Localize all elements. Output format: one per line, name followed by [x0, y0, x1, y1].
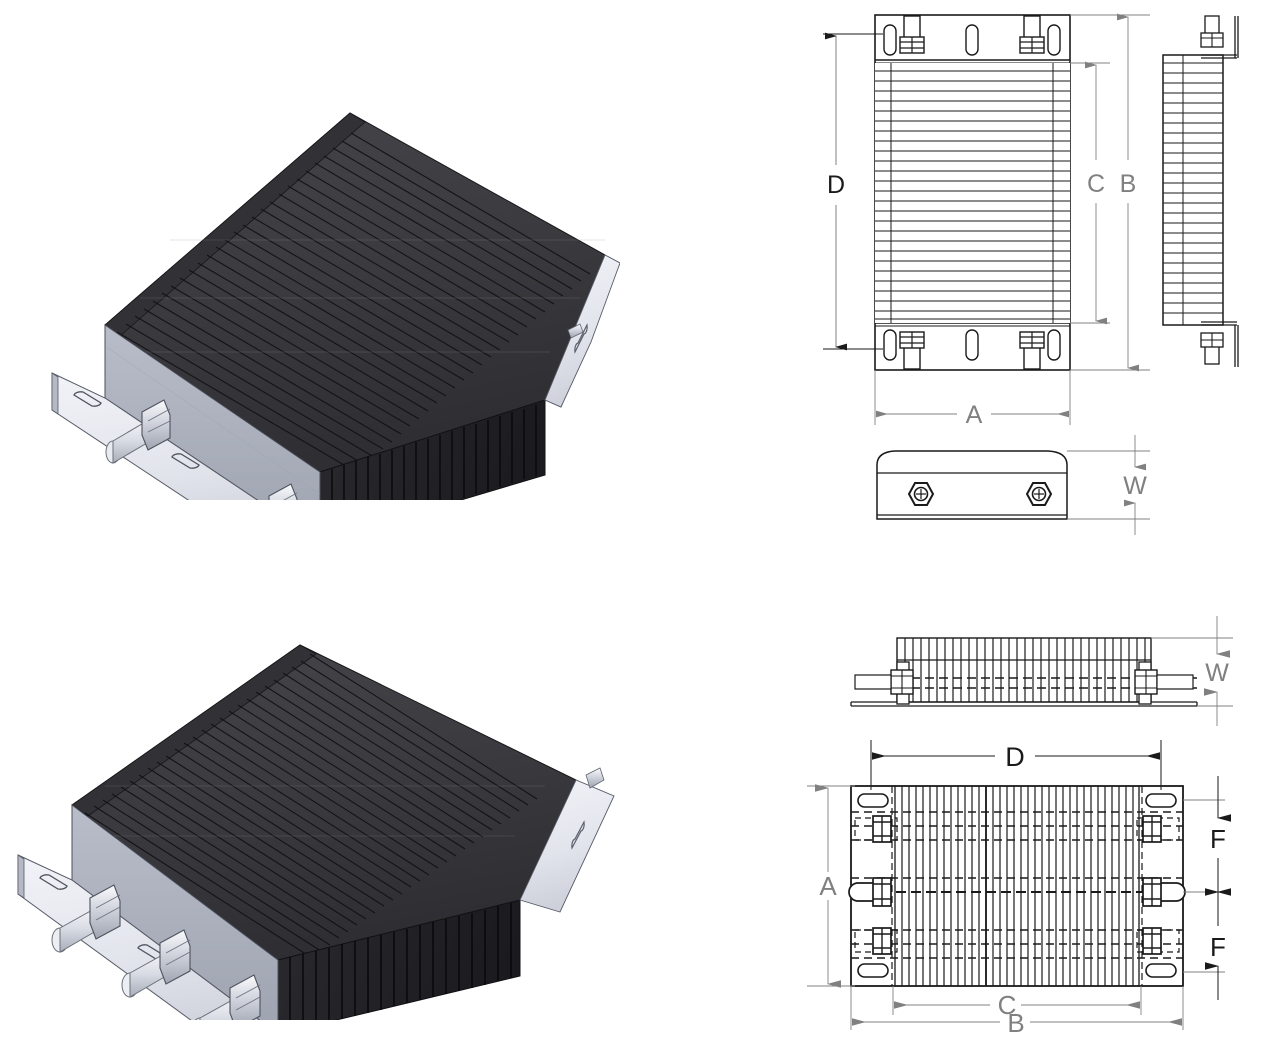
- terminal-plan-bottom: [872, 927, 892, 955]
- hex-terminal: [1025, 482, 1053, 506]
- dimension-B-top: B: [1070, 13, 1150, 372]
- dimension-C-bottom: C: [892, 986, 1142, 1020]
- terminal-plan-bottom-center: [1142, 877, 1186, 907]
- dimension-A-top: A: [874, 370, 1071, 429]
- terminal-top-plan: [899, 15, 925, 54]
- iso-body-top: [51, 112, 620, 500]
- front-elevation-top: W: [876, 435, 1150, 535]
- dim-label-F-upper: F: [1210, 824, 1226, 854]
- terminal-stud: [268, 483, 298, 500]
- fin-lines-plan-bottom: [901, 786, 1134, 986]
- mounting-slot: [883, 329, 1061, 361]
- terminal-stud: [194, 974, 261, 1020]
- mounting-slot: [883, 24, 1061, 56]
- dim-label-W-front: W: [1123, 472, 1147, 500]
- terminal-plan-bottom: [872, 815, 892, 843]
- terminal-plan-bottom: [1142, 927, 1162, 955]
- terminal-plan-bottom: [1142, 815, 1162, 843]
- dim-label-D: D: [827, 171, 845, 199]
- dim-label-C-bottom: C: [998, 990, 1017, 1020]
- fin-lines-plan: [875, 70, 1070, 320]
- hex-terminal: [907, 482, 935, 506]
- dim-label-A-bottom: A: [819, 871, 837, 901]
- dimension-B-bottom: B: [850, 986, 1184, 1038]
- terminal-side-view: [1200, 332, 1224, 365]
- dimension-D-top: D: [823, 32, 883, 351]
- isometric-view-bottom: [0, 600, 680, 1020]
- dim-label-B: B: [1120, 170, 1137, 198]
- terminal-bottom-plan: [1019, 331, 1045, 370]
- terminal-side-elev: [1134, 661, 1194, 705]
- dim-label-A: A: [966, 401, 983, 429]
- iso-body-bottom: [17, 644, 615, 1020]
- dim-label-W-side: W: [1205, 659, 1229, 687]
- mounting-slot: [73, 391, 200, 469]
- side-view-top: [1162, 15, 1239, 367]
- dimension-C-top: C: [1070, 61, 1110, 325]
- orthographic-top-right: D C B A: [805, 5, 1273, 575]
- isometric-view-top: [20, 80, 620, 500]
- terminal-side-elev: [854, 661, 914, 705]
- plan-view-top: [874, 14, 1071, 371]
- terminal-top-plan: [1019, 15, 1045, 54]
- plan-view-bottom: [848, 785, 1186, 987]
- dimension-A-bottom: A: [807, 784, 855, 988]
- terminal-bottom-plan: [899, 331, 925, 370]
- terminal-plan-bottom-center: [848, 877, 892, 907]
- dim-label-D-bottom: D: [1005, 742, 1025, 772]
- orthographic-bottom-right: W: [805, 600, 1273, 1062]
- terminal-side-view: [1200, 15, 1224, 48]
- dim-label-B-bottom: B: [1007, 1008, 1024, 1038]
- terminal-stud: [51, 884, 121, 953]
- terminal-stud: [105, 399, 171, 464]
- dim-label-C: C: [1087, 170, 1105, 198]
- mounting-slot: [857, 793, 1177, 978]
- dimension-F-upper: F: [1183, 776, 1231, 896]
- dim-label-F-lower: F: [1210, 932, 1226, 962]
- terminal-stud: [121, 929, 191, 998]
- dimension-F-lower: F: [1183, 888, 1226, 1000]
- dimension-D-bottom: D: [870, 740, 1162, 790]
- terminal-stud-far: [567, 323, 584, 339]
- side-elevation-bottom: W: [850, 616, 1233, 726]
